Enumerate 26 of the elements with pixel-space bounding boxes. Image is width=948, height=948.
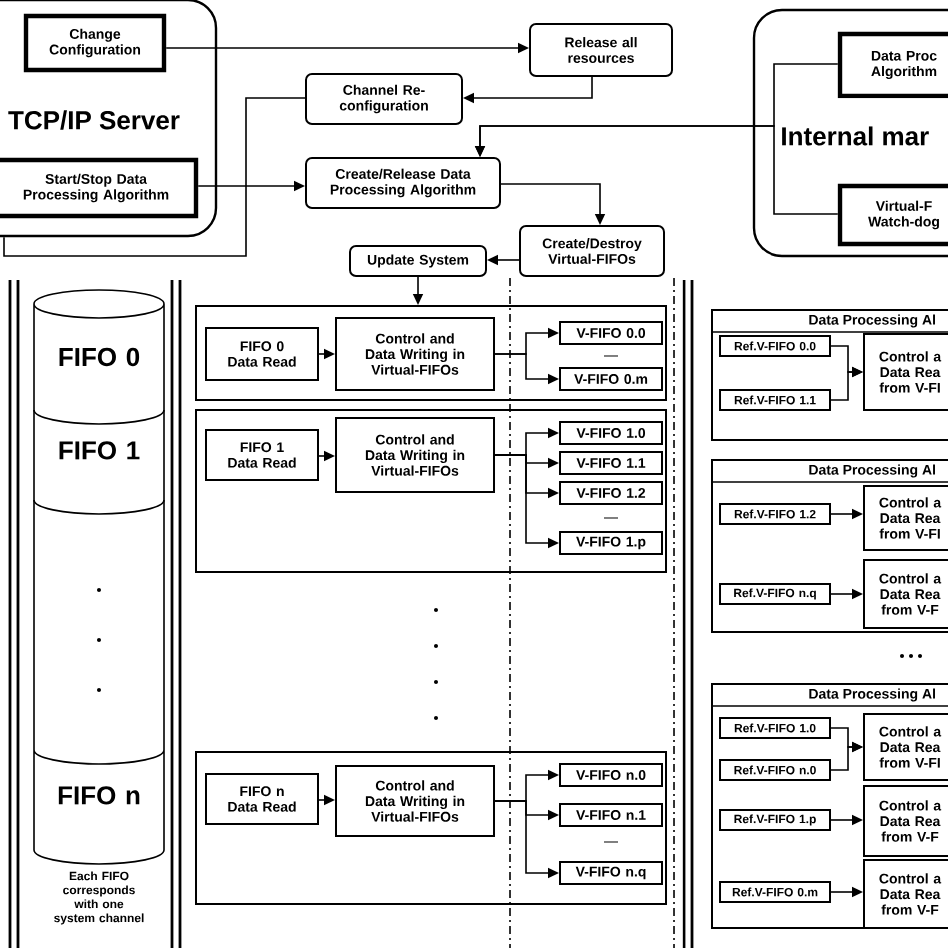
arrow	[463, 76, 593, 104]
arrow	[165, 42, 529, 54]
arrow	[494, 353, 559, 385]
group-box	[195, 305, 667, 401]
fifo-cylinder-segment: FIFO 1	[33, 409, 165, 515]
arrow	[830, 508, 863, 520]
arrow	[318, 348, 335, 360]
arrow	[487, 254, 520, 266]
arrow	[830, 886, 863, 898]
arrow	[830, 741, 863, 771]
arrow	[318, 450, 335, 462]
arrow	[830, 366, 863, 401]
group-box	[195, 751, 667, 905]
arrow	[500, 183, 606, 225]
fifo-cylinder-segment: FIFO n	[33, 499, 165, 865]
arrow	[494, 454, 559, 549]
arrow	[830, 814, 863, 826]
arrow	[830, 588, 863, 600]
arrow	[474, 125, 839, 215]
fifo-cylinder-segment: FIFO 0	[33, 289, 165, 425]
arrow	[412, 276, 424, 305]
connector-line	[3, 97, 306, 257]
arrow	[197, 180, 305, 192]
arrow	[494, 800, 559, 879]
arrow	[318, 794, 335, 806]
group-box	[195, 409, 667, 573]
